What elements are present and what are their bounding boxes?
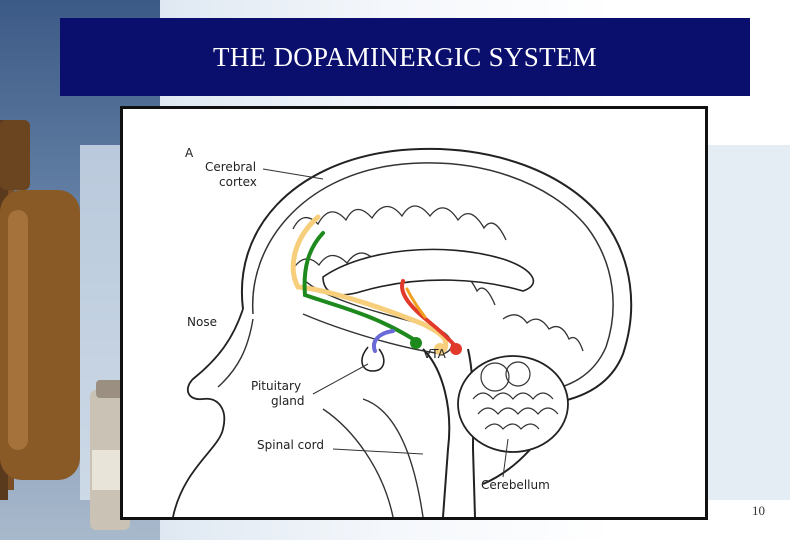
nasal-cavity-line xyxy=(217,318,254,388)
tuberoinfundibular-pathway xyxy=(372,329,395,353)
neck-line-back xyxy=(362,398,424,517)
slide-title: THE DOPAMINERGIC SYSTEM xyxy=(213,41,597,72)
page-number: 10 xyxy=(752,503,765,518)
brain-outline xyxy=(240,148,633,485)
brainstem-front xyxy=(422,348,451,517)
cerebellum-structure xyxy=(457,355,569,453)
substantia-nigra-dot xyxy=(410,337,422,349)
spinal-leader-line xyxy=(332,448,424,455)
slide-title-bar: THE DOPAMINERGIC SYSTEM xyxy=(60,18,750,96)
panel-letter: A xyxy=(185,146,194,160)
mesocortical-pathway xyxy=(290,214,449,352)
pituitary-label-line2: gland xyxy=(271,394,305,408)
brain-inner-outline xyxy=(252,162,614,393)
cerebral-cortex-label-line2: cortex xyxy=(219,175,257,189)
cerebellum-leader-line xyxy=(502,438,509,478)
spinal-cord-label: Spinal cord xyxy=(257,438,324,452)
vta-dot-red xyxy=(450,343,462,355)
neck-line-front xyxy=(322,408,394,517)
cerebellum-label: Cerebellum xyxy=(481,478,550,492)
pituitary-label: Pituitary xyxy=(251,379,301,393)
cortex-folds-rear xyxy=(502,314,584,352)
mesolimbic-accent-pathway xyxy=(405,287,427,319)
pituitary-leader-line xyxy=(312,363,369,395)
brain-diagram: A Cerebral cortex Nose Pituitary gland S… xyxy=(172,146,633,517)
vta-label: VTA xyxy=(423,347,447,361)
nose-label: Nose xyxy=(187,315,217,329)
cortex-leader-line xyxy=(262,168,324,180)
cerebral-cortex-label: Cerebral xyxy=(205,160,256,174)
face-profile xyxy=(172,308,244,517)
corpus-callosum xyxy=(322,248,535,296)
brain-figure-frame: A Cerebral cortex Nose Pituitary gland S… xyxy=(120,106,708,520)
nigrostriatal-pathway xyxy=(302,231,415,341)
vta-dot-orange xyxy=(434,343,446,355)
mesolimbic-pathway xyxy=(400,279,460,351)
pituitary-gland-shape xyxy=(361,346,385,372)
lab-bottles-image xyxy=(0,120,130,530)
cortex-folds-top xyxy=(292,205,507,241)
